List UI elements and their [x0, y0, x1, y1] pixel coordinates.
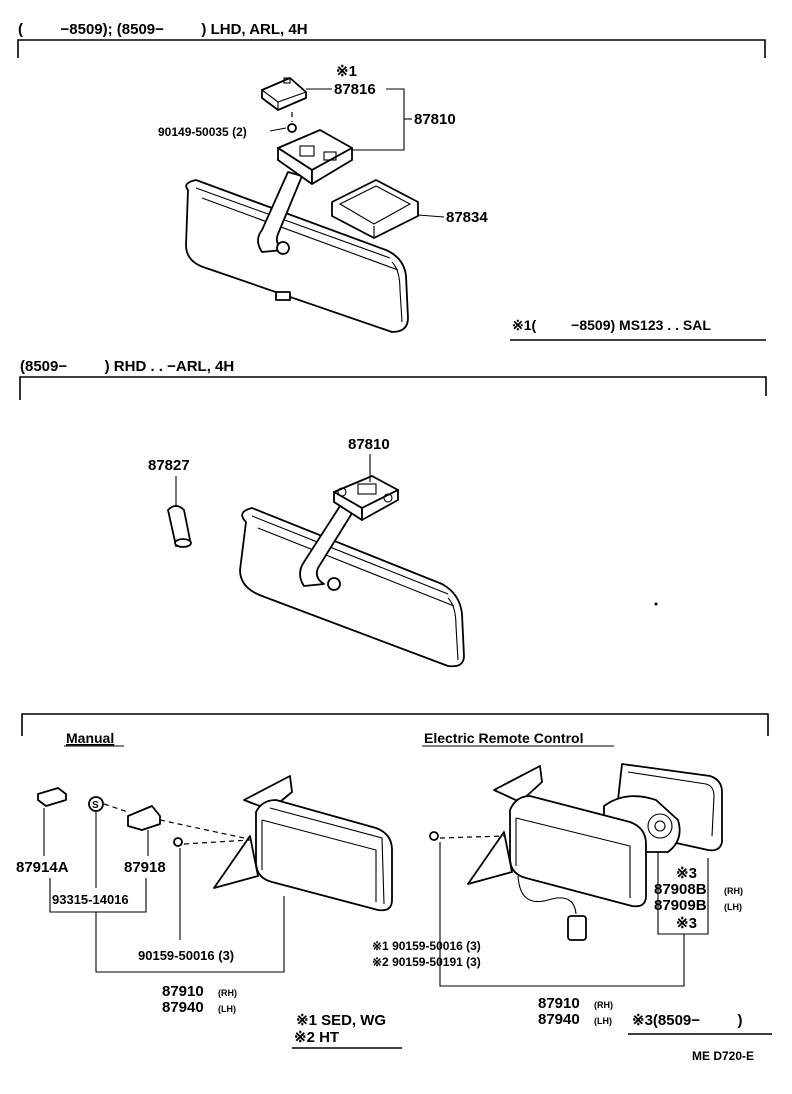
manual-title: Manual [66, 730, 114, 746]
label-87827: 87827 [148, 457, 190, 474]
rhd-inner-mirror [167, 475, 465, 668]
label-mark1: ※1 [336, 63, 357, 80]
speck [654, 602, 658, 606]
leader-manual-87910 [95, 896, 285, 973]
manual-outer-mirror: S [37, 775, 393, 912]
note-ht: ※2 HT [294, 1029, 339, 1046]
label-87908B-side: (RH) [724, 886, 743, 896]
leader-electric-87910 [439, 842, 685, 987]
leader-90149 [269, 127, 287, 132]
label-manual-87910: 87910 [162, 983, 204, 1000]
lhd-bracket [17, 39, 766, 58]
label-87909B-side: (LH) [724, 902, 742, 912]
electric-title: Electric Remote Control [424, 730, 583, 746]
label-mark3b: ※3 [676, 915, 697, 932]
lhd-header: ( −8509); (8509− ) LHD, ARL, 4H [18, 21, 308, 38]
label-electric-87940-side: (LH) [594, 1016, 612, 1026]
section-lhd: ( −8509); (8509− ) LHD, ARL, 4H [17, 21, 766, 341]
leader-93315-a [49, 878, 147, 913]
label-87909B: 87909B [654, 897, 707, 914]
label-87918: 87918 [124, 859, 166, 876]
lhd-inner-mirror [185, 77, 419, 333]
leader-87834 [417, 214, 445, 218]
label-87834: 87834 [446, 209, 488, 226]
label-electric-87910: 87910 [538, 995, 580, 1012]
note-electric-date: ※3(8509− ) [632, 1012, 743, 1029]
section-rhd: (8509− ) RHD . . −ARL, 4H 87827 87810 [19, 358, 767, 668]
label-87914A: 87914A [16, 859, 69, 876]
label-electric-90159-b: ※2 90159-50191 (3) [372, 955, 481, 969]
label-manual-87940-side: (LH) [218, 1004, 236, 1014]
s-badge-letter: S [92, 800, 99, 811]
drawing-code: ME D720-E [692, 1049, 754, 1063]
label-87816: 87816 [334, 81, 376, 98]
label-93315: 93315-14016 [52, 892, 129, 907]
label-rhd-87810: 87810 [348, 436, 390, 453]
rhd-bracket [19, 376, 767, 400]
rhd-header: (8509− ) RHD . . −ARL, 4H [20, 358, 234, 375]
label-electric-87910-side: (RH) [594, 1000, 613, 1010]
label-manual-87940: 87940 [162, 999, 204, 1016]
leader-87810-a [352, 88, 405, 151]
note-sed-wg: ※1 SED, WG [296, 1012, 386, 1029]
leader-motor [657, 852, 709, 935]
section-outer: Manual Electric Remote Control S [16, 713, 772, 1049]
label-87908B: 87908B [654, 881, 707, 898]
electric-outer-mirror [429, 763, 723, 941]
label-manual-90159: 90159-50016 (3) [138, 948, 234, 963]
label-electric-87940: 87940 [538, 1011, 580, 1028]
outer-bracket [21, 713, 769, 736]
label-electric-90159-a: ※1 90159-50016 (3) [372, 939, 481, 953]
label-90149: 90149-50035 (2) [158, 125, 247, 139]
label-87810: 87810 [414, 111, 456, 128]
label-mark3a: ※3 [676, 865, 697, 882]
label-manual-87910-side: (RH) [218, 988, 237, 998]
lhd-footnote: ※1( −8509) MS123 . . SAL [512, 317, 711, 333]
